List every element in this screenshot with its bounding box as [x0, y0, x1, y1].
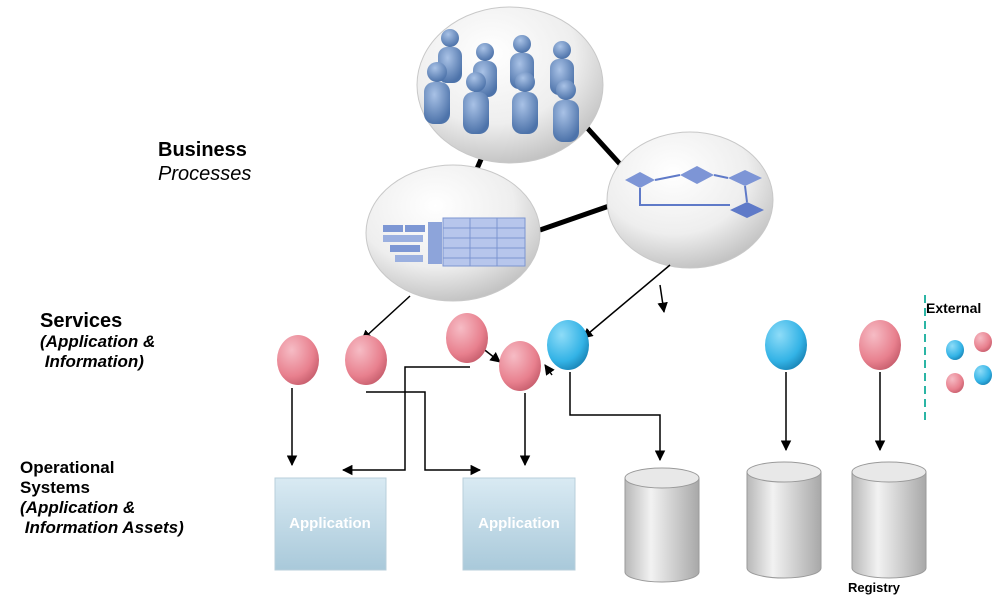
service-pink-2 — [345, 335, 387, 385]
people-bubble — [416, 6, 604, 164]
people-group-icon — [424, 29, 579, 142]
data-bubble — [365, 164, 541, 302]
services — [277, 313, 901, 391]
workflow-bubble — [606, 131, 774, 269]
services-line2: Information) — [40, 352, 144, 371]
application-box-2: Application — [462, 477, 576, 571]
service-pink-3 — [446, 313, 488, 363]
application-label-1: Application — [289, 515, 371, 532]
operational-line1: Operational — [20, 458, 115, 477]
table-data-icon — [383, 217, 526, 267]
external-services — [924, 295, 992, 420]
service-pink-1 — [277, 335, 319, 385]
system-arrows — [286, 366, 886, 476]
service-blue-1 — [547, 320, 589, 370]
business-subtitle: Processes — [158, 163, 252, 185]
database-icon — [624, 467, 700, 583]
operational-line3: (Application & — [20, 498, 136, 517]
workflow-icon — [625, 166, 764, 218]
external-label: External — [926, 300, 982, 316]
application-label-2: Application — [478, 515, 560, 532]
operational-line2: Systems — [20, 478, 90, 497]
service-pink-5 — [859, 320, 901, 370]
service-pink-4 — [499, 341, 541, 391]
business-processes-label: Business Processes — [158, 138, 251, 186]
operational-line4: Information Assets) — [20, 518, 184, 537]
services-title: Services — [40, 310, 123, 332]
services-label: Services (Application & Information) — [40, 310, 155, 372]
service-blue-2 — [765, 320, 807, 370]
database-icon — [746, 461, 822, 579]
application-box-1: Application — [274, 477, 387, 571]
business-title: Business — [158, 139, 247, 161]
operational-systems-label: Operational Systems (Application & Infor… — [20, 458, 184, 538]
registry-database-icon — [851, 461, 927, 579]
registry-label: Registry — [848, 580, 901, 595]
services-line1: (Application & — [40, 332, 156, 351]
